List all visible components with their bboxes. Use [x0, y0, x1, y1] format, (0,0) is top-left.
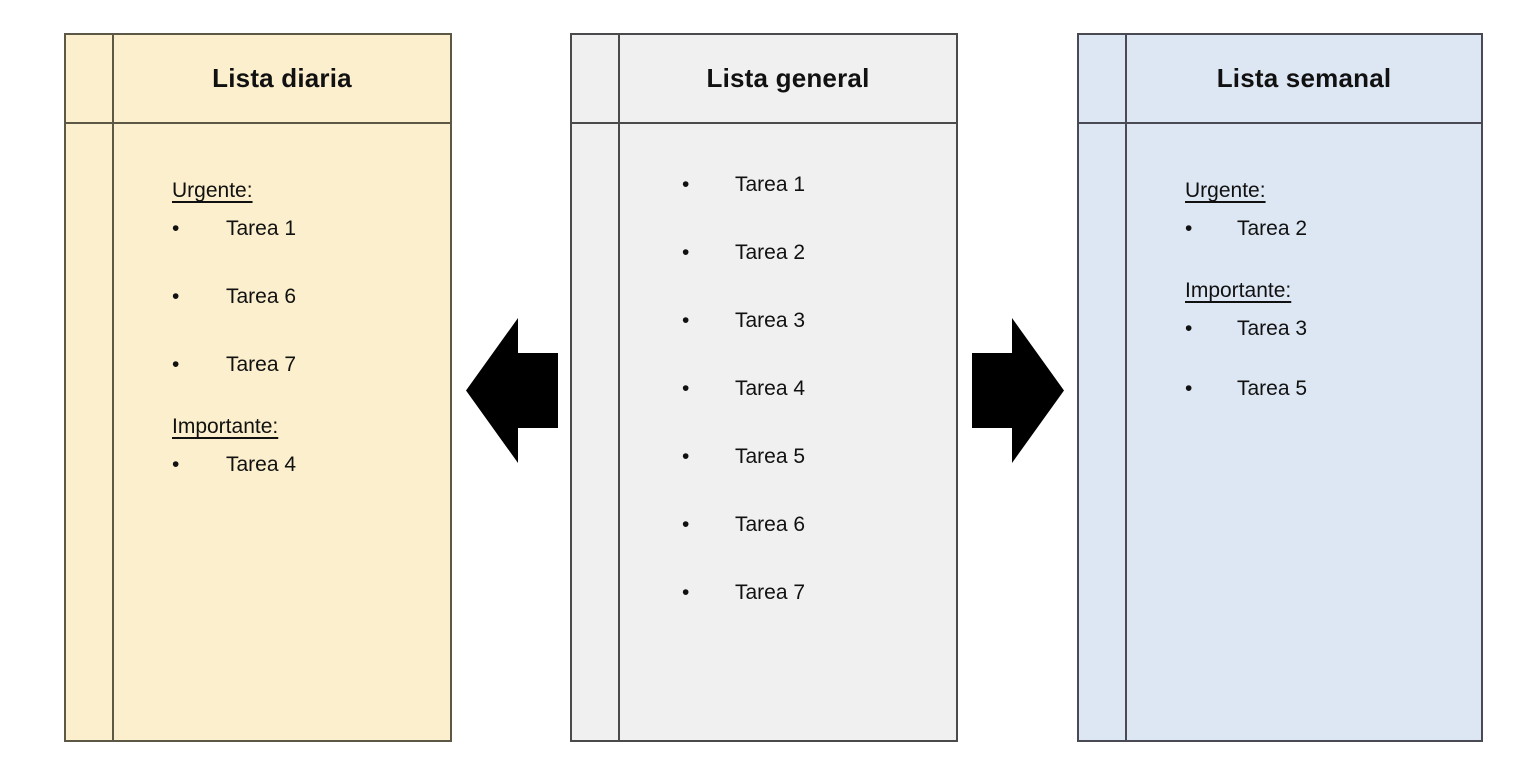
- list-item-label: Tarea 3: [735, 309, 806, 332]
- bullet-icon: •: [682, 581, 690, 604]
- header-spacer-cell: [1079, 35, 1127, 122]
- list-item[interactable]: • Tarea 4: [620, 376, 956, 402]
- page-title: Lista diaria: [212, 63, 352, 93]
- list-item[interactable]: • Tarea 1: [620, 172, 956, 198]
- list-item[interactable]: • Tarea 5: [1127, 376, 1481, 402]
- body-content-cell: Urgente: • Tarea 1 • Tarea 6 • Tarea 7: [114, 124, 450, 740]
- list-item[interactable]: • Tarea 6: [114, 284, 450, 310]
- bullet-icon: •: [172, 353, 180, 376]
- bullet-icon: •: [682, 241, 690, 264]
- task-group-urgente: Urgente: • Tarea 1 • Tarea 6 • Tarea 7: [114, 176, 450, 378]
- list-item[interactable]: • Tarea 7: [620, 580, 956, 606]
- list-item[interactable]: • Tarea 3: [620, 308, 956, 334]
- section-heading-urgente: Urgente:: [1185, 179, 1266, 202]
- bullet-icon: •: [682, 173, 690, 196]
- page-title: Lista general: [706, 63, 870, 93]
- task-group-importante: Importante: • Tarea 4: [114, 412, 450, 478]
- list-item-label: Tarea 6: [226, 285, 297, 308]
- bullet-icon: •: [682, 513, 690, 536]
- list-item-label: Tarea 6: [735, 513, 806, 536]
- bullet-icon: •: [1185, 377, 1193, 400]
- section-heading-importante: Importante:: [172, 415, 279, 438]
- list-item[interactable]: • Tarea 5: [620, 444, 956, 470]
- body-spacer-cell: [1079, 124, 1127, 740]
- table-header-row: Lista diaria: [66, 35, 450, 124]
- table-body-row: Urgente: • Tarea 2 Importante: • Tarea 3: [1079, 124, 1481, 740]
- bullet-icon: •: [172, 217, 180, 240]
- bullet-icon: •: [1185, 217, 1193, 240]
- bullet-icon: •: [172, 453, 180, 476]
- list-item[interactable]: • Tarea 1: [114, 216, 450, 242]
- header-title-cell: Lista general: [620, 35, 956, 122]
- table-lista-general: Lista general • Tarea 1 • Tarea 2 •: [570, 33, 958, 742]
- table-lista-diaria: Lista diaria Urgente: • Tarea 1 • Tarea …: [64, 33, 452, 742]
- body-content-cell: Urgente: • Tarea 2 Importante: • Tarea 3: [1127, 124, 1481, 740]
- list-item-label: Tarea 5: [735, 445, 806, 468]
- bullet-icon: •: [682, 445, 690, 468]
- header-spacer-cell: [572, 35, 620, 122]
- list-item-label: Tarea 5: [1237, 377, 1308, 400]
- list-item-label: Tarea 1: [735, 173, 806, 196]
- section-heading-urgente: Urgente:: [172, 179, 253, 202]
- list-item-label: Tarea 2: [735, 241, 806, 264]
- header-title-cell: Lista diaria: [114, 35, 450, 122]
- bullet-icon: •: [172, 285, 180, 308]
- header-title-cell: Lista semanal: [1127, 35, 1481, 122]
- list-item[interactable]: • Tarea 2: [620, 240, 956, 266]
- task-group-urgente: Urgente: • Tarea 2: [1127, 176, 1481, 242]
- task-list-urgente: • Tarea 2: [1127, 216, 1481, 242]
- bullet-icon: •: [682, 377, 690, 400]
- list-item-label: Tarea 7: [226, 353, 297, 376]
- list-item[interactable]: • Tarea 3: [1127, 316, 1481, 342]
- list-item-label: Tarea 3: [1237, 317, 1308, 340]
- table-body-row: • Tarea 1 • Tarea 2 • Tarea 3 • Tarea 4: [572, 124, 956, 740]
- list-item-label: Tarea 4: [735, 377, 806, 400]
- list-item-label: Tarea 7: [735, 581, 806, 604]
- page-title: Lista semanal: [1216, 63, 1392, 93]
- list-item[interactable]: • Tarea 6: [620, 512, 956, 538]
- section-heading-importante: Importante:: [1185, 279, 1292, 302]
- table-header-row: Lista semanal: [1079, 35, 1481, 124]
- table-header-row: Lista general: [572, 35, 956, 124]
- list-item-label: Tarea 2: [1237, 217, 1308, 240]
- list-item[interactable]: • Tarea 7: [114, 352, 450, 378]
- table-body-row: Urgente: • Tarea 1 • Tarea 6 • Tarea 7: [66, 124, 450, 740]
- list-item[interactable]: • Tarea 4: [114, 452, 450, 478]
- list-item-label: Tarea 4: [226, 453, 297, 476]
- task-list-importante: • Tarea 3 • Tarea 5: [1127, 316, 1481, 402]
- list-item[interactable]: • Tarea 2: [1127, 216, 1481, 242]
- task-list-importante: • Tarea 4: [114, 452, 450, 478]
- body-spacer-cell: [572, 124, 620, 740]
- task-list-general: • Tarea 1 • Tarea 2 • Tarea 3 • Tarea 4: [620, 172, 956, 606]
- table-lista-semanal: Lista semanal Urgente: • Tarea 2 Importa…: [1077, 33, 1483, 742]
- body-content-cell: • Tarea 1 • Tarea 2 • Tarea 3 • Tarea 4: [620, 124, 956, 740]
- body-spacer-cell: [66, 124, 114, 740]
- task-list-urgente: • Tarea 1 • Tarea 6 • Tarea 7: [114, 216, 450, 378]
- task-group-importante: Importante: • Tarea 3 • Tarea 5: [1127, 276, 1481, 402]
- bullet-icon: •: [1185, 317, 1193, 340]
- bullet-icon: •: [682, 309, 690, 332]
- header-spacer-cell: [66, 35, 114, 122]
- list-item-label: Tarea 1: [226, 217, 297, 240]
